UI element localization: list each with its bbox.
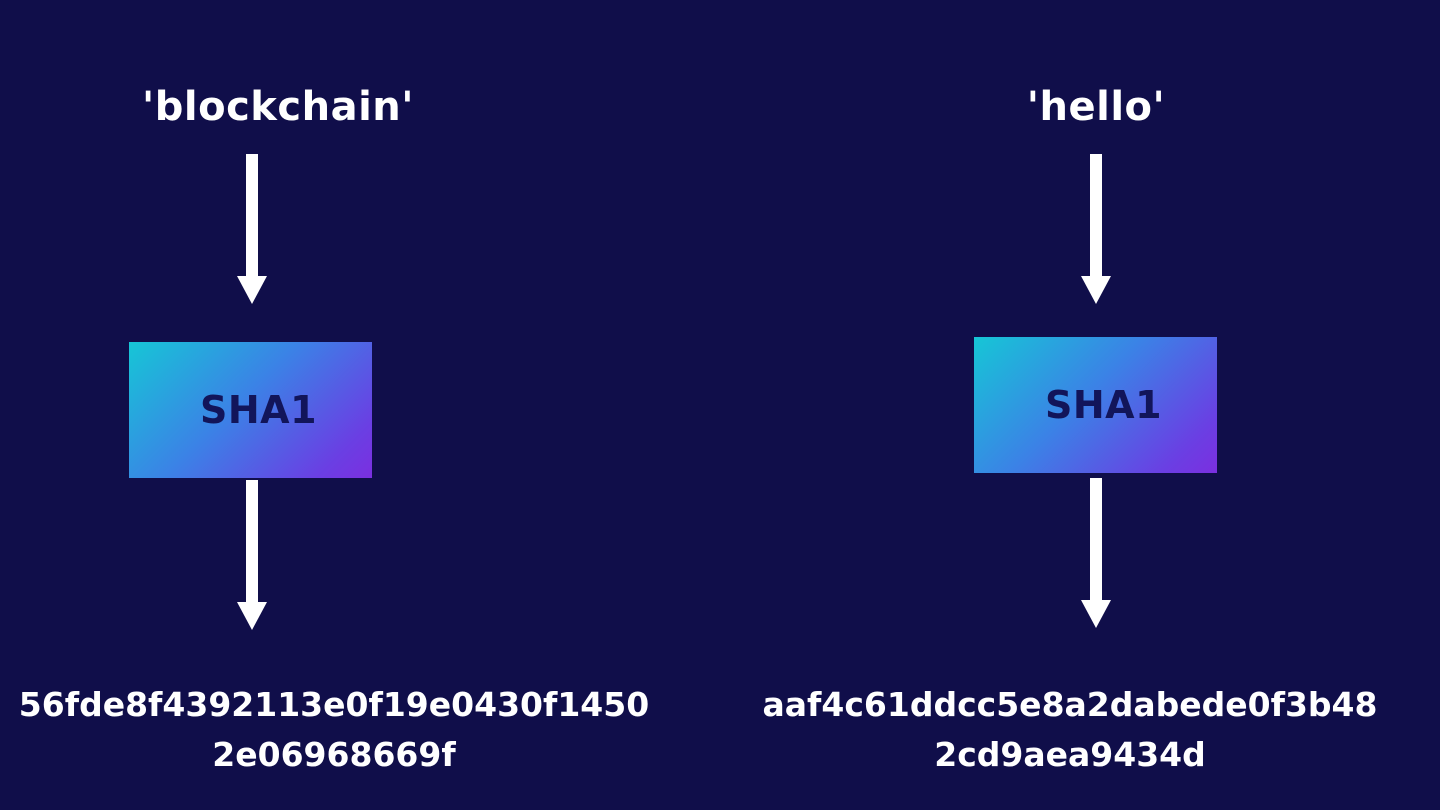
right-hash-line-1: aaf4c61ddcc5e8a2dabede0f3b48 [762,685,1378,724]
right-hash-line-2: 2cd9aea9434d [934,735,1206,774]
left-hash-line-1: 56fde8f4392113e0f19e0430f1450 [18,685,650,724]
left-hash-line-2: 2e06968669f [212,735,456,774]
right-output-arrow [1081,478,1111,628]
right-sha1-label: SHA1 [1044,383,1163,427]
left-input-arrow [237,154,267,304]
right-sha1-box: SHA1 [974,337,1217,473]
right-input-label: 'hello' [1026,84,1166,130]
left-hash-output: 56fde8f4392113e0f19e0430f1450 2e06968669… [19,680,649,780]
right-hash-output: aaf4c61ddcc5e8a2dabede0f3b48 2cd9aea9434… [763,680,1378,780]
right-input-arrow [1081,154,1111,304]
left-sha1-label: SHA1 [199,388,318,432]
left-output-arrow [237,480,267,630]
left-input-label: 'blockchain' [142,84,414,130]
left-sha1-box: SHA1 [129,342,372,478]
